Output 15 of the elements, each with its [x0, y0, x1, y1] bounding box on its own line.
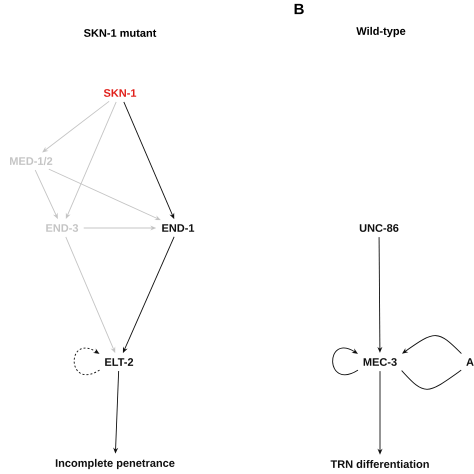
gene-label: A	[466, 358, 474, 366]
panel-letter: B	[294, 4, 304, 14]
gene-label: MED-1/2	[10, 156, 52, 166]
gene-label: MEC-3	[364, 358, 397, 366]
gene-label: END-3	[46, 224, 78, 232]
gene-label: TRN differentiation	[330, 460, 429, 468]
gene-label: END-1	[162, 224, 194, 232]
panel-title: Wild-type	[356, 26, 406, 38]
arrow	[74, 348, 100, 376]
gene-label: UNC-86	[360, 224, 398, 232]
gene-label: ELT-2	[105, 358, 134, 366]
gene-label: SKN-1	[104, 89, 136, 97]
arrow	[332, 348, 358, 376]
panel-title: SKN-1 mutant	[84, 29, 156, 37]
gene-label: Incomplete penetrance	[56, 458, 175, 470]
